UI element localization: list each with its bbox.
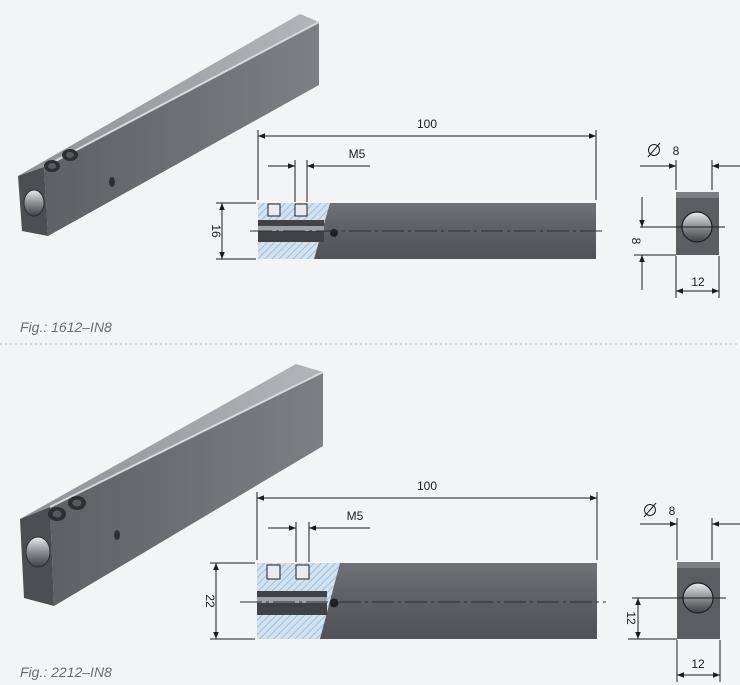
figure-2212-in8: 100 M5 22 8	[20, 364, 740, 682]
dimension-length: 100	[417, 479, 437, 493]
figure-caption: Fig.: 2212–IN8	[20, 664, 112, 680]
end-view: 8 8 12	[629, 142, 740, 298]
bar-top-face	[20, 364, 323, 519]
bore-hole	[23, 189, 45, 217]
screw-icon	[266, 564, 281, 580]
bar-edge-highlight	[43, 21, 320, 168]
screw-icon	[295, 564, 310, 580]
dimension-length: 100	[417, 117, 437, 131]
side-view: 100 M5 22	[203, 479, 606, 640]
bore-hole	[25, 536, 51, 568]
dimension-height: 16	[209, 224, 223, 238]
figure-1612-in8: 100 M5 16 8	[18, 14, 740, 335]
screw-icon	[48, 507, 66, 521]
side-hole-icon	[114, 530, 120, 540]
end-face-top	[677, 562, 720, 568]
diameter-icon	[648, 144, 660, 156]
end-view: 8 12 12	[624, 502, 740, 682]
bore-highlight	[257, 597, 327, 603]
diameter-icon	[644, 504, 656, 516]
side-hole-icon	[329, 598, 339, 608]
screw-icon	[267, 203, 281, 217]
side-hole-icon	[109, 177, 115, 187]
screw-icon	[62, 149, 78, 161]
dimension-thread: M5	[349, 147, 366, 161]
isometric-bar	[18, 14, 320, 236]
bar-edge-highlight	[49, 371, 324, 508]
dimension-center: 12	[624, 611, 638, 625]
diameter-icon-slash	[647, 142, 661, 158]
screw-icon	[68, 496, 86, 510]
screw-icon	[44, 160, 60, 172]
dimension-width: 12	[691, 657, 705, 671]
dimension-height: 22	[203, 594, 217, 608]
screw-icon	[294, 203, 308, 217]
side-hole-icon	[330, 229, 338, 237]
end-face-top	[676, 192, 719, 198]
bar-top-face	[18, 14, 319, 176]
bar-side-face	[50, 372, 323, 606]
side-view: 100 M5 16	[209, 117, 604, 260]
isometric-bar	[20, 364, 324, 606]
dimension-width: 12	[691, 275, 705, 289]
dimension-center: 8	[629, 238, 643, 245]
diameter-icon-slash	[643, 502, 657, 518]
bore-highlight	[258, 226, 324, 231]
dimension-diameter: 8	[669, 504, 676, 518]
dimension-diameter: 8	[673, 144, 680, 158]
dimension-thread: M5	[347, 509, 364, 523]
figure-caption: Fig.: 1612–IN8	[20, 319, 112, 335]
